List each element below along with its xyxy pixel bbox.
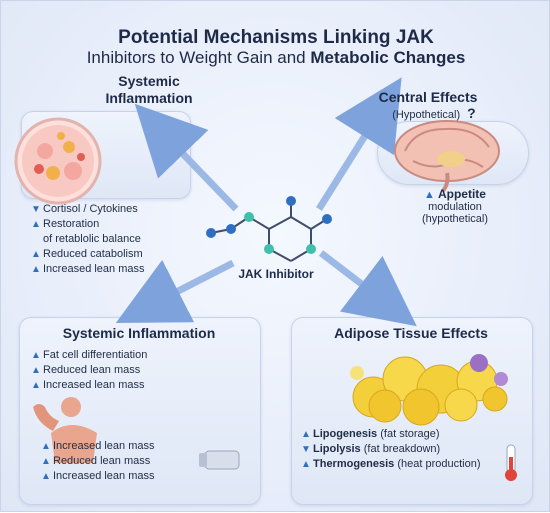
list-item-bold: Thermogenesis: [313, 458, 395, 470]
up-arrow-icon: ▲: [31, 264, 41, 275]
inflammation-dish-illustration: [14, 117, 102, 205]
list-item-text: Restoration: [43, 218, 100, 230]
list-item: ▲Reduced catabolism: [31, 247, 201, 262]
top-left-heading-line2: Inflammation: [105, 90, 193, 106]
up-arrow-icon: ▲: [31, 219, 41, 230]
up-arrow-icon: ▲: [31, 365, 41, 376]
top-right-heading: Central Effects: [378, 89, 478, 105]
arrow-to-top-left: [134, 103, 239, 212]
appetite-block: ▲ Appetite modulation (hypothetical): [395, 187, 515, 225]
list-item: ▼Cortisol / Cytokines: [31, 202, 201, 217]
up-arrow-icon: ▲: [31, 350, 41, 361]
list-item: ▲Reduced lean mass: [41, 454, 211, 469]
list-item-text: Increased lean mass: [53, 440, 155, 452]
up-arrow-icon: ▲: [41, 441, 51, 452]
arrow-to-bottom-left: [115, 259, 235, 323]
top-left-heading: Systemic Inflammation: [79, 73, 219, 107]
list-item-text: Increased lean mass: [43, 263, 145, 275]
question-mark: ?: [467, 105, 476, 121]
up-arrow-icon: ▲: [301, 429, 311, 440]
down-arrow-icon: ▼: [301, 444, 311, 455]
list-item: ▲Thermogenesis (heat production): [301, 457, 501, 472]
list-item-text: Cortisol / Cytokines: [43, 203, 138, 215]
appetite-label: Appetite: [437, 187, 486, 201]
brain-illustration: [394, 120, 500, 193]
list-item-text: Reduced lean mass: [53, 455, 151, 467]
up-arrow-icon: ▲: [31, 380, 41, 391]
muscle-figure-illustration: [33, 397, 97, 463]
top-right-subheading: (Hypothetical) ?: [369, 105, 499, 121]
list-item-text: Reduced catabolism: [43, 248, 143, 260]
list-item-bold: Lipolysis: [313, 443, 361, 455]
list-item-text: Increased lean mass: [53, 470, 155, 482]
list-item-text: Lipolysis (fat breakdown): [313, 442, 440, 457]
fat-cells-illustration: [350, 354, 508, 426]
bottom-right-heading: Adipose Tissue Effects: [334, 325, 488, 341]
list-item: ▲Increased lean mass: [31, 262, 201, 277]
title-line2-bold: Metabolic Changes: [310, 48, 466, 67]
top-right-subheading-text: (Hypothetical): [392, 109, 461, 121]
list-item-text: Thermogenesis (heat production): [313, 457, 481, 472]
appetite-up-arrow-icon: ▲: [424, 189, 438, 201]
list-item: ▲Restoration: [31, 217, 201, 232]
list-item: ▲Increased lean mass: [31, 378, 251, 393]
up-arrow-icon: ▲: [31, 249, 41, 260]
list-item-bold: Lipogenesis: [313, 428, 378, 440]
list-item: ▲Increased lean mass: [41, 469, 211, 484]
list-item: ▲Fat cell differentiation: [31, 348, 251, 363]
jak-inhibitor-label: JAK Inhibitor: [238, 267, 314, 281]
up-arrow-icon: ▲: [301, 459, 311, 470]
list-item: ▼Lipolysis (fat breakdown): [301, 442, 501, 457]
list-item-text: Reduced lean mass: [43, 364, 141, 376]
diagram-title-line1: Potential Mechanisms Linking JAK: [118, 27, 434, 48]
bottom-right-list: ▲Lipogenesis (fat storage)▼Lipolysis (fa…: [301, 427, 501, 472]
bottom-left-heading: Systemic Inflammation: [62, 325, 216, 341]
list-item-rest: (fat breakdown): [360, 443, 441, 455]
list-item-text: Lipogenesis (fat storage): [313, 427, 440, 442]
appetite-line3: (hypothetical): [421, 213, 489, 225]
list-item: ▲Increased lean mass: [41, 439, 211, 454]
top-left-heading-line1: Systemic: [118, 73, 180, 89]
list-item-text: Fat cell differentiation: [43, 349, 148, 361]
bottom-left-bottom-list: ▲Increased lean mass▲Reduced lean mass▲I…: [41, 439, 211, 484]
list-item: ▲Reduced lean mass: [31, 363, 251, 378]
pill-bottle-icon: [199, 450, 240, 470]
list-item-text: of retablolic balance: [43, 233, 141, 245]
list-item-rest: (heat production): [394, 458, 481, 470]
thermometer-icon: [505, 444, 517, 481]
title-line2-normal: Inhibitors to Weight Gain and: [86, 48, 311, 67]
list-item-text: Increased lean mass: [43, 379, 145, 391]
arrow-to-bottom-right: [318, 250, 417, 327]
jak-molecule-illustration: [206, 196, 332, 262]
down-arrow-icon: ▼: [31, 204, 41, 215]
list-item: of retablolic balance: [31, 232, 201, 247]
up-arrow-icon: ▲: [41, 471, 51, 482]
diagram-title-line2: Inhibitors to Weight Gain and Metabolic …: [1, 48, 550, 68]
up-arrow-icon: ▲: [41, 456, 51, 467]
bottom-left-card: [19, 317, 261, 505]
bottom-left-top-list: ▲Fat cell differentiation▲Reduced lean m…: [31, 348, 251, 393]
list-item-rest: (fat storage): [377, 428, 440, 440]
list-item: ▲Lipogenesis (fat storage): [301, 427, 501, 442]
appetite-line2: modulation: [428, 201, 482, 213]
arrow-to-top-right: [316, 77, 402, 211]
